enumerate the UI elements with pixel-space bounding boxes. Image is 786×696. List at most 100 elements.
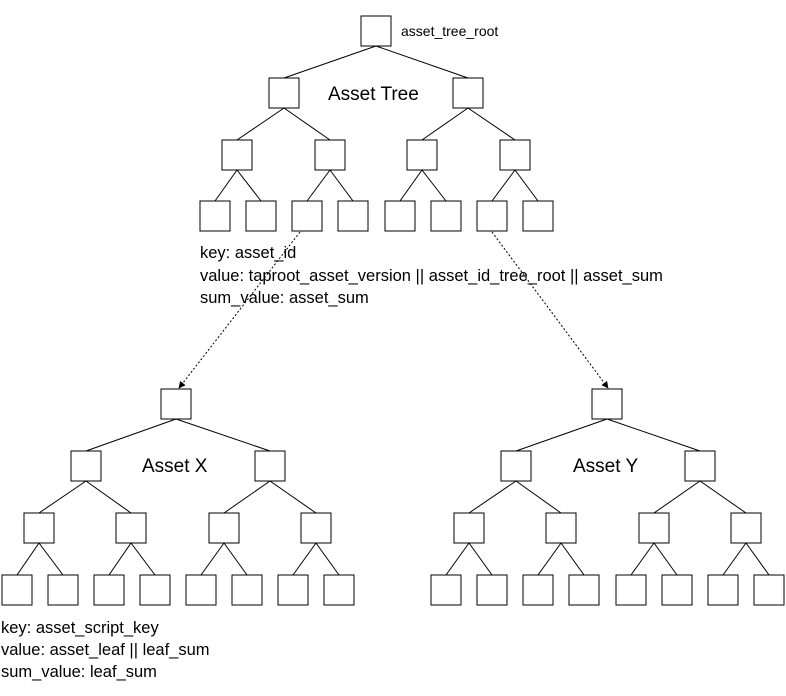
asset-tree-leaf-node (337, 200, 369, 232)
asset-y-edge-1-1 (515, 480, 562, 514)
asset-y-leaf-node (430, 574, 462, 606)
asset-tree-node (268, 77, 300, 109)
asset-x-leaf-node (47, 574, 79, 606)
asset-y-leaf-node (661, 574, 693, 606)
asset-y-node (638, 512, 670, 544)
asset-x-root-node (160, 388, 192, 420)
asset-tree-node (452, 77, 484, 109)
asset-tree-leaf-node (245, 200, 277, 232)
asset-tree-edge-1-2 (421, 107, 469, 141)
asset-x-leaf-node (1, 574, 33, 606)
asset-tree-node (406, 139, 438, 171)
asset-x-edge-1-1 (85, 480, 132, 514)
asset-tree-key-label: key: asset_id (200, 244, 296, 262)
asset-tree-node (314, 139, 346, 171)
asset-y-edge-0-0 (515, 418, 608, 452)
asset-y-edge-2-5 (653, 542, 678, 576)
asset-x-edge-1-2 (223, 480, 271, 514)
asset-y-title: Asset Y (573, 456, 638, 477)
asset-x-leaf-node (231, 574, 263, 606)
asset-x-edge-1-0 (38, 480, 87, 514)
asset-tree-edge-2-3 (329, 169, 354, 202)
asset-tree-edge-1-3 (467, 107, 516, 141)
asset-tree-leaf-node (199, 200, 231, 232)
asset-y-leaf-node (476, 574, 508, 606)
asset-x-edge-2-7 (315, 542, 340, 576)
asset-tree-leaf-node (476, 200, 508, 232)
asset-tree-edge-2-5 (421, 169, 447, 202)
asset-tree-sum-value-label: sum_value: asset_sum (200, 289, 369, 307)
asset-x-leaf-node (185, 574, 217, 606)
asset-tree-value-label: value: taproot_asset_version || asset_id… (200, 267, 663, 285)
asset-tree-edge-2-1 (236, 169, 262, 202)
asset-x-title: Asset X (142, 456, 208, 477)
asset-y-edge-2-6 (722, 542, 747, 576)
asset-y-edge-2-7 (745, 542, 770, 576)
asset-tree-leaf-node (430, 200, 462, 232)
asset-tree-edge-0-1 (375, 45, 469, 79)
asset-x-edge-2-0 (16, 542, 40, 576)
asset-y-edge-0-1 (606, 418, 701, 452)
asset-tree-edge-2-4 (399, 169, 423, 202)
asset-y-node (730, 512, 762, 544)
asset-x-edge-2-6 (292, 542, 317, 576)
asset-y-node (684, 450, 716, 482)
asset-tree-node (499, 139, 531, 171)
asset-tree-root-node (360, 15, 392, 47)
asset-tree-edge-0-0 (283, 45, 377, 79)
asset-x-tree (1, 388, 355, 606)
asset-x-value-label: value: asset_leaf || leaf_sum (1, 641, 210, 659)
asset-x-edge-2-3 (130, 542, 156, 576)
asset-x-edge-1-3 (269, 480, 317, 514)
asset-tree-edge-2-0 (214, 169, 238, 202)
asset-y-tree (430, 388, 785, 606)
asset-tree-leaf-node (522, 200, 554, 232)
asset-x-node (300, 512, 332, 544)
asset-y-node (545, 512, 577, 544)
asset-x-leaf-node (93, 574, 125, 606)
asset-x-leaf-node (277, 574, 309, 606)
asset-x-node (208, 512, 240, 544)
asset-x-leaf-node (323, 574, 355, 606)
asset-x-node (23, 512, 55, 544)
asset-x-sum-value-label: sum_value: leaf_sum (1, 663, 157, 681)
asset-x-node (254, 450, 286, 482)
asset-x-edge-0-1 (175, 418, 271, 452)
asset-tree-edge-2-7 (514, 169, 539, 202)
link-to-asset-y (491, 231, 609, 389)
asset-x-edge-2-5 (223, 542, 248, 576)
asset-tree-leaf-node (291, 200, 323, 232)
asset-y-leaf-node (615, 574, 647, 606)
asset-y-leaf-node (753, 574, 785, 606)
asset-y-edge-1-2 (653, 480, 701, 514)
asset-tree-edge-1-0 (236, 107, 285, 141)
asset-y-edge-1-0 (468, 480, 517, 514)
asset-y-leaf-node (707, 574, 739, 606)
asset-tree-node (221, 139, 253, 171)
asset-tree-leaf-node (384, 200, 416, 232)
asset-x-key-label: key: asset_script_key (1, 619, 159, 637)
asset-x-edge-2-4 (200, 542, 225, 576)
asset-tree-edge-1-1 (283, 107, 331, 141)
asset-x-edge-2-1 (38, 542, 64, 576)
asset-y-edge-2-4 (630, 542, 655, 576)
asset-y-node (453, 512, 485, 544)
asset-tree-title: Asset Tree (328, 84, 419, 105)
link-to-asset-x (178, 231, 301, 389)
asset-y-edge-2-0 (445, 542, 470, 576)
asset-y-leaf-node (522, 574, 554, 606)
asset-tree (199, 15, 554, 232)
root-label: asset_tree_root (401, 23, 498, 39)
asset-y-root-node (591, 388, 623, 420)
asset-tree-edge-2-6 (491, 169, 516, 202)
asset-x-node (70, 450, 102, 482)
asset-y-leaf-node (568, 574, 600, 606)
asset-y-edge-1-3 (699, 480, 747, 514)
asset-y-edge-2-3 (560, 542, 585, 576)
asset-tree-edge-2-2 (306, 169, 331, 202)
asset-x-edge-2-2 (108, 542, 132, 576)
asset-y-edge-2-2 (537, 542, 562, 576)
asset-x-edge-0-0 (85, 418, 177, 452)
asset-x-node (115, 512, 147, 544)
